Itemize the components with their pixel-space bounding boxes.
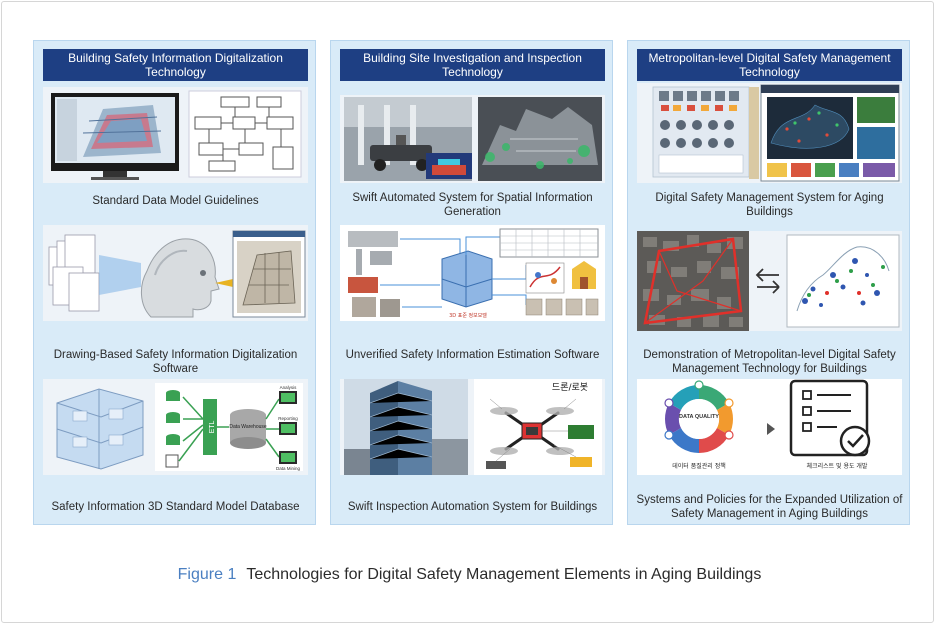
caption-3d-model-database: Safety Information 3D Standard Model Dat… xyxy=(51,501,300,513)
data-quality-label: DATA QUALITY xyxy=(679,414,719,420)
caption-drawing-digitalization: Drawing-Based Safety Information Digital… xyxy=(53,349,298,375)
caption-digital-safety-system: Digital Safety Management System for Agi… xyxy=(655,192,884,218)
caption-inspection-automation: Swift Inspection Automation System for B… xyxy=(347,501,598,513)
panel-header: Building Site Investigation and Inspecti… xyxy=(340,49,605,81)
expanded-utilization-image: DATA QUALITY 데이터 품질관리 정책 체크리스트 xyxy=(637,379,902,475)
caption-metropolitan-demo: Demonstration of Metropolitan-level Digi… xyxy=(643,349,896,375)
figure-caption: Figure 1 Technologies for Digital Safety … xyxy=(2,566,935,584)
digital-safety-system-image xyxy=(637,83,902,183)
data-mining-label: Data Mining xyxy=(276,466,301,471)
panel-header: Building Safety Information Digitalizati… xyxy=(43,49,308,81)
analysis-label: Analysis xyxy=(280,385,298,390)
caption-standard-data-model: Standard Data Model Guidelines xyxy=(92,195,259,207)
panel-metropolitan-safety-management: Metropolitan-level Digital Safety Manage… xyxy=(627,40,910,525)
expanded-utilization-illustration: DATA QUALITY 데이터 품질관리 정책 체크리스트 xyxy=(637,379,902,475)
caption-spatial-information: Swift Automated System for Spatial Infor… xyxy=(352,192,593,218)
data-warehouse-label: Data Warehouse xyxy=(229,424,267,430)
spatial-information-illustration xyxy=(340,95,605,183)
figure-title: Technologies for Digital Safety Manageme… xyxy=(246,566,762,583)
digital-safety-system-illustration xyxy=(637,83,902,183)
metropolitan-demo-image xyxy=(637,231,902,331)
metropolitan-demo-illustration xyxy=(637,231,902,331)
3d-model-database-illustration: ETL Data Warehouse Analysis Reporting Da… xyxy=(43,379,308,475)
dq-policy-label: 데이터 품질관리 정책 xyxy=(672,462,726,470)
panel-header: Metropolitan-level Digital Safety Manage… xyxy=(637,49,902,81)
spatial-information-image xyxy=(340,95,605,183)
safety-estimation-image: 3D 표준 정보모델 xyxy=(340,225,605,321)
3d-model-database-image: ETL Data Warehouse Analysis Reporting Da… xyxy=(43,379,308,475)
inspection-automation-image: 드론/로봇 xyxy=(340,379,605,475)
inspection-automation-illustration: 드론/로봇 xyxy=(340,379,605,475)
standard-data-model-image xyxy=(43,87,308,183)
etl-label: ETL xyxy=(209,420,216,433)
drawing-digitalization-image xyxy=(43,225,308,321)
panel-building-safety-digitalization: Building Safety Information Digitalizati… xyxy=(33,40,316,525)
3d-model-label: 3D 표준 정보모델 xyxy=(449,312,487,319)
figure-number: Figure 1 xyxy=(177,566,237,583)
drone-robot-label: 드론/로봇 xyxy=(552,382,588,393)
panel-site-investigation-inspection: Building Site Investigation and Inspecti… xyxy=(330,40,613,525)
standard-data-model-illustration xyxy=(43,87,308,183)
caption-expanded-utilization: Systems and Policies for the Expanded Ut… xyxy=(636,494,903,520)
safety-estimation-illustration: 3D 표준 정보모델 xyxy=(340,225,605,321)
drawing-digitalization-illustration xyxy=(43,225,308,321)
checklist-label: 체크리스트 및 용도 개발 xyxy=(807,462,868,470)
reporting-label: Reporting xyxy=(278,416,298,421)
caption-safety-estimation: Unverified Safety Information Estimation… xyxy=(345,349,600,361)
